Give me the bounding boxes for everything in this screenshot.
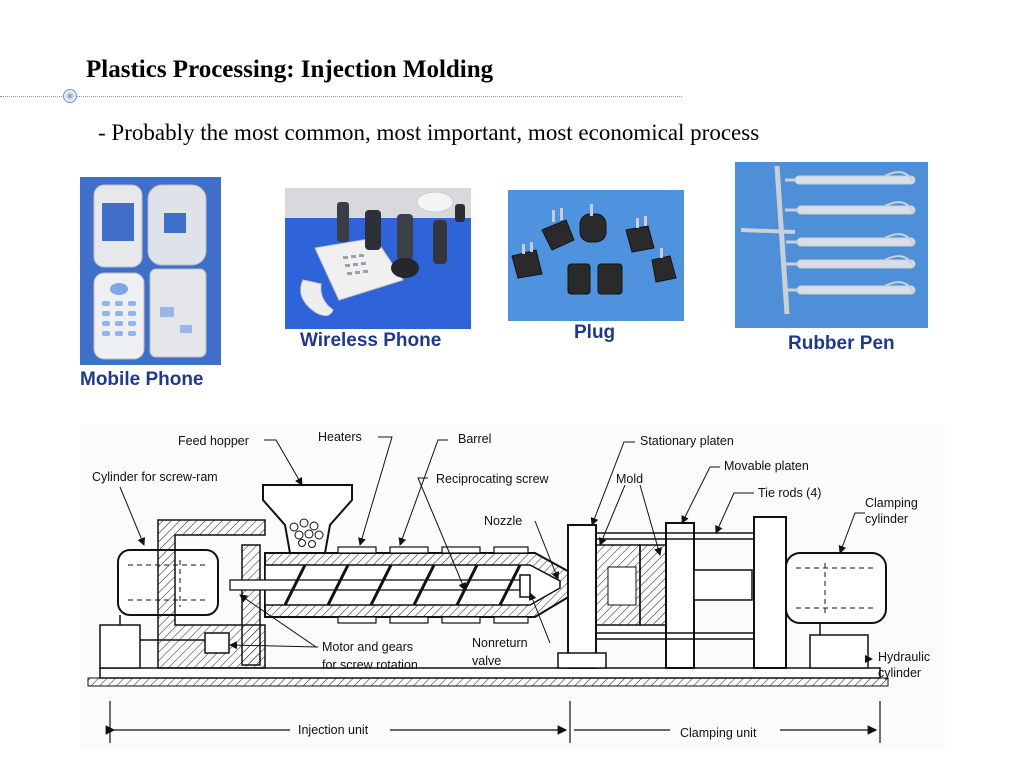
caption-plug: Plug (574, 322, 616, 343)
label-mold: Mold (616, 472, 643, 486)
divider-bullet-icon (62, 88, 78, 109)
photo-rubber-pen (735, 162, 928, 328)
label-stationary-platen: Stationary platen (640, 434, 734, 448)
label-injection-unit: Injection unit (298, 723, 369, 737)
photo-plug (508, 190, 684, 321)
slide-subtitle: - Probably the most common, most importa… (98, 120, 760, 145)
label-nozzle: Nozzle (484, 514, 522, 528)
injection-molding-diagram: Feed hopper Heaters Barrel Cylinder for … (80, 425, 945, 750)
photo-wireless-phone (285, 188, 471, 329)
label-movable-platen: Movable platen (724, 459, 809, 473)
label-reciprocating-screw: Reciprocating screw (436, 472, 550, 486)
label-hydraulic-cylinder-line1: Hydraulic (878, 650, 930, 664)
caption-rubber-pen: Rubber Pen (788, 333, 895, 354)
label-heaters: Heaters (318, 430, 362, 444)
label-barrel: Barrel (458, 432, 491, 446)
label-tie-rods: Tie rods (4) (758, 486, 821, 500)
label-hydraulic-cylinder-line2: cylinder (878, 666, 921, 680)
label-cylinder-for-screw-ram: Cylinder for screw-ram (92, 470, 218, 484)
label-motor-and-gears-line1: Motor and gears (322, 640, 413, 654)
label-feed-hopper: Feed hopper (178, 434, 249, 448)
label-motor-and-gears-line2: for screw rotation (322, 658, 418, 672)
photo-mobile-phone (80, 177, 221, 365)
label-nonreturn-valve-line2: valve (472, 654, 501, 668)
title-divider (0, 96, 682, 97)
caption-mobile-phone: Mobile Phone (80, 369, 204, 390)
slide-title: Plastics Processing: Injection Molding (86, 56, 494, 83)
label-clamping-cylinder-line2: cylinder (865, 512, 908, 526)
label-nonreturn-valve-line1: Nonreturn (472, 636, 528, 650)
caption-wireless-phone: Wireless Phone (300, 330, 442, 351)
label-clamping-unit: Clamping unit (680, 726, 757, 740)
label-clamping-cylinder-line1: Clamping (865, 496, 918, 510)
